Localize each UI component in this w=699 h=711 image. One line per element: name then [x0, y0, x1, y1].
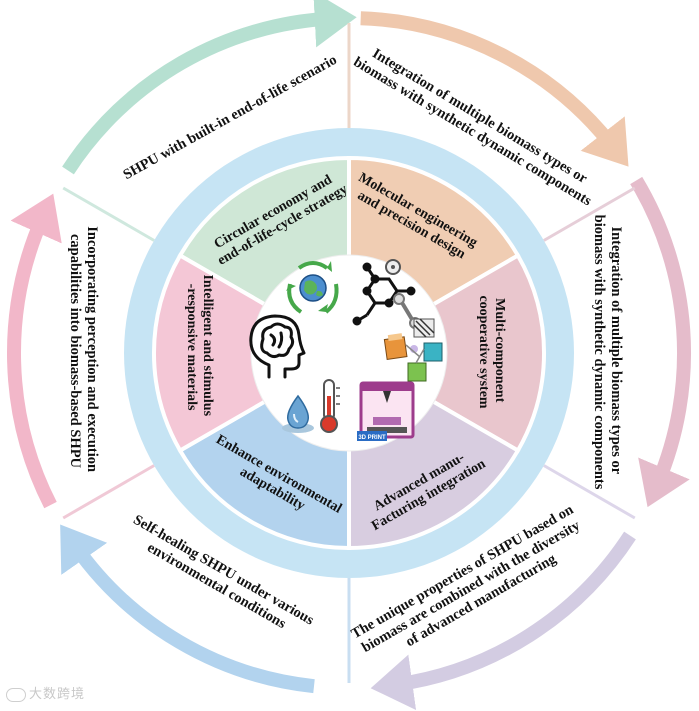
brain-head-icon [249, 314, 306, 379]
segment-icons: 3D PRINT [249, 259, 443, 441]
outer-divider-line [543, 464, 636, 520]
3d-printer-icon: 3D PRINT [357, 381, 415, 441]
watermark: 大数跨境 [6, 683, 85, 702]
outer-divider-line [62, 464, 155, 520]
arc-arrow-lavender [370, 531, 636, 711]
hub-spoke [347, 351, 435, 404]
components-cubes-icon [383, 318, 443, 382]
hub-outline [250, 254, 448, 452]
watermark-logo-icon [6, 687, 26, 702]
hub-spoke [263, 302, 351, 355]
outer-label-perception: Incorporating perception and execution c… [67, 226, 100, 475]
hub-spoke [347, 302, 435, 355]
hub-dividers [250, 254, 448, 452]
hub-spoke [263, 351, 351, 404]
arc-arrow-rose [7, 193, 62, 509]
arc-arrow-pink [630, 176, 692, 508]
recycle-globe-icon [286, 261, 339, 314]
printer-screen-text: 3D PRINT [358, 435, 386, 441]
thermometer-droplet-icon [282, 379, 340, 433]
inner-label-multi: Multi-component cooperative system [476, 295, 507, 408]
outer-divider-line [543, 186, 636, 242]
outer-label-integration-right: Integration of multiple biomass types or… [591, 215, 624, 490]
outer-ring-dividers [62, 23, 636, 683]
outer-arrow-ring [7, 0, 692, 711]
arc-arrow-teal [62, 0, 357, 175]
arc-arrow-peach [360, 11, 629, 167]
arc-arrow-blue [60, 524, 315, 694]
inner-label-intelligent: Intelligent and stimulus -responsive mat… [184, 274, 215, 419]
watermark-text: 大数跨境 [29, 687, 86, 702]
outer-divider-line [62, 186, 155, 242]
